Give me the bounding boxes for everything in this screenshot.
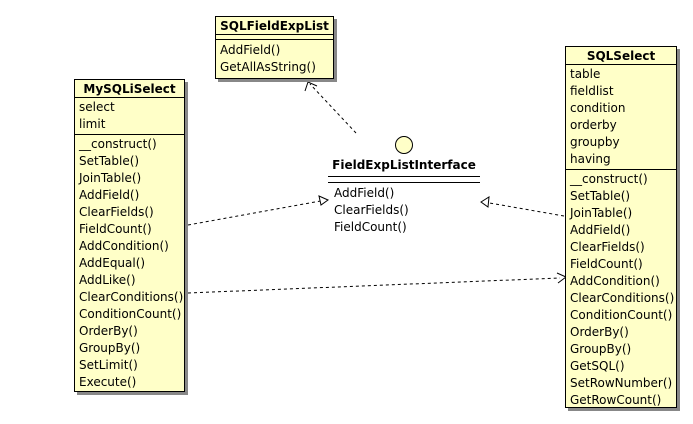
operation-item: FieldCount() — [334, 220, 407, 234]
realization-line-mysqliselect — [187, 199, 327, 226]
operation-item: AddField() — [220, 43, 281, 57]
interface-divider-top — [328, 176, 480, 177]
interface-divider-bottom — [328, 182, 480, 183]
operation-item: ClearConditions() — [570, 291, 675, 305]
mysqliselect-class-name: MySQLiSelect — [75, 80, 184, 98]
fieldexplistinterface-box: FieldExpListInterface AddField() ClearFie… — [328, 157, 480, 236]
operation-item: SetTable() — [79, 154, 140, 168]
operation-item: SetLimit() — [79, 358, 138, 372]
sqlfieldexplist-class-name: SQLFieldExpList — [216, 17, 333, 35]
operation-item: AddField() — [570, 223, 631, 237]
realization-line-sqlselect — [483, 201, 565, 217]
operation-item: JoinTable() — [79, 171, 142, 185]
sqlfieldexplist-operations: AddField() GetAllAsString() — [216, 39, 333, 77]
dependency-line-interface-to-sqlfieldexplist — [309, 83, 357, 134]
operation-item: __construct() — [570, 172, 648, 186]
fieldexplistinterface-name: FieldExpListInterface — [332, 158, 476, 172]
operation-item: GetAllAsString() — [220, 60, 316, 74]
operation-item: AddCondition() — [570, 274, 660, 288]
operation-item: __construct() — [79, 137, 157, 151]
sqlselect-attributes: table fieldlist condition orderby groupby hav… — [566, 65, 676, 169]
dependency-line-mysqliselect-to-sqlselect — [187, 277, 561, 294]
operation-item: JoinTable() — [570, 206, 633, 220]
attribute-item: fieldlist — [570, 84, 614, 98]
operation-item: FieldCount() — [570, 257, 643, 271]
fieldexplistinterface-operations: AddField() ClearFields() FieldCount() — [328, 185, 480, 236]
attribute-item: limit — [79, 117, 106, 131]
sqlfieldexplist-class-box: SQLFieldExpList AddField() GetAllAsString… — [215, 16, 334, 79]
attribute-item: condition — [570, 101, 626, 115]
hollow-triangle-arrowhead-right — [480, 196, 490, 208]
operation-item: GroupBy() — [570, 342, 632, 356]
sqlselect-class-name: SQLSelect — [566, 47, 676, 65]
interface-lollipop-icon — [395, 136, 413, 154]
operation-item: ClearConditions() — [79, 290, 184, 304]
operation-item: ClearFields() — [570, 240, 645, 254]
operation-item: SetTable() — [570, 189, 631, 203]
operation-item: ConditionCount() — [79, 307, 182, 321]
operation-item: AddField() — [334, 186, 395, 200]
mysqliselect-operations: __construct() SetTable() JoinTable() AddFie… — [75, 134, 184, 392]
operation-item: ClearFields() — [79, 205, 154, 219]
attribute-item: groupby — [570, 135, 620, 149]
attribute-item: orderby — [570, 118, 617, 132]
operation-item: GetRowCount() — [570, 393, 662, 407]
operation-item: ConditionCount() — [570, 308, 673, 322]
operation-item: FieldCount() — [79, 222, 152, 236]
hollow-triangle-arrowhead-left — [318, 195, 330, 206]
attribute-item: select — [79, 100, 115, 114]
sqlselect-operations: __construct() SetTable() JoinTable() AddFie… — [566, 169, 676, 410]
operation-item: Execute() — [79, 375, 137, 389]
operation-item: AddEqual() — [79, 256, 146, 270]
operation-item: GetSQL() — [570, 359, 625, 373]
mysqliselect-class-box: MySQLiSelect select limit __construct() Se… — [74, 79, 185, 392]
operation-item: SetRowNumber() — [570, 376, 673, 390]
open-arrowhead-sqlfieldexplist — [304, 81, 318, 92]
operation-item: OrderBy() — [79, 324, 138, 338]
operation-item: AddCondition() — [79, 239, 169, 253]
sqlselect-class-box: SQLSelect table fieldlist condition orderby… — [565, 46, 677, 408]
operation-item: GroupBy() — [79, 341, 141, 355]
mysqliselect-attributes: select limit — [75, 98, 184, 134]
operation-item: OrderBy() — [570, 325, 629, 339]
operation-item: AddLike() — [79, 273, 136, 287]
attribute-item: having — [570, 152, 611, 166]
attribute-item: table — [570, 67, 601, 81]
operation-item: ClearFields() — [334, 203, 409, 217]
operation-item: AddField() — [79, 188, 140, 202]
